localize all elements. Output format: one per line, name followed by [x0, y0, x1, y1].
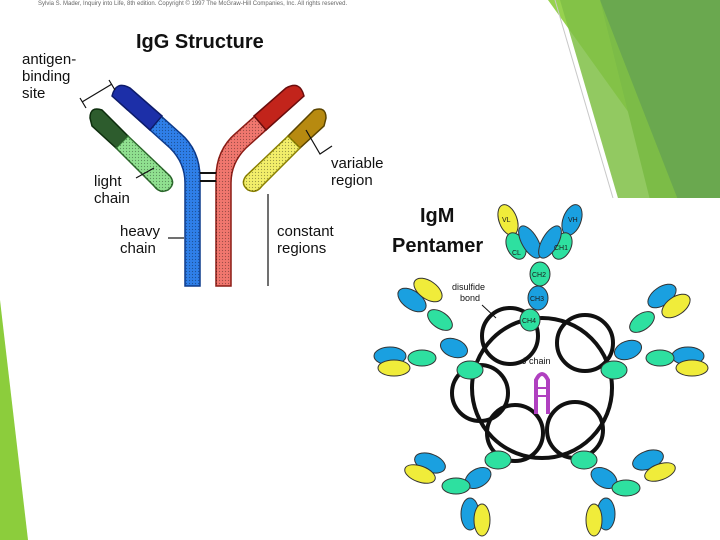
label-j-chain: J chain: [522, 356, 551, 366]
igg-light-chain-left: [89, 108, 174, 193]
label-constant-regions-2: regions: [277, 240, 326, 257]
domain-cl: CL: [512, 250, 521, 257]
antigen-binding-bracket: [81, 83, 113, 103]
label-disulfide-2: bond: [460, 293, 480, 303]
label-variable-region-1: variable: [331, 155, 384, 172]
igm-diagram: IgM Pentamer J chain disulfide bond: [370, 198, 720, 540]
domain-vl: VL: [502, 217, 511, 224]
label-antigen-binding-1: antigen-: [22, 51, 76, 68]
label-antigen-binding-2: binding: [22, 68, 70, 85]
igm-monomer-bottom-right: [570, 449, 676, 537]
igm-monomer-bottom-left: [404, 450, 512, 537]
deco-triangle-right-mid: [560, 0, 680, 205]
igm-monomer-left: [373, 277, 484, 380]
igg-heavy-chain-left: [111, 84, 201, 287]
igg-heavy-chain-right: [215, 84, 305, 287]
igm-j-chain: [534, 372, 550, 414]
igm-monomer-top: VL VH CL CH1 CH2 CH3 CH4: [497, 204, 583, 332]
label-heavy-chain-2: chain: [120, 240, 156, 257]
igm-title-line1: IgM: [420, 205, 454, 227]
domain-ch3: CH3: [530, 296, 544, 303]
domain-vh: VH: [568, 217, 578, 224]
domain-ch1: CH1: [554, 245, 568, 252]
label-heavy-chain-1: heavy: [120, 223, 161, 240]
label-light-chain-1: light: [94, 173, 122, 190]
igm-title-line2: Pentamer: [392, 235, 483, 257]
domain-ch4: CH4: [522, 318, 536, 325]
label-variable-region-2: region: [331, 172, 373, 189]
variable-region-bracket: [305, 129, 333, 155]
deco-triangle-left: [0, 300, 28, 540]
domain-ch2: CH2: [532, 272, 546, 279]
deco-triangle-right-dark: [600, 0, 720, 200]
label-antigen-binding-3: site: [22, 85, 45, 102]
igm-monomer-right: [600, 283, 709, 380]
deco-thin-line: [554, 0, 616, 206]
igg-light-chain-right: [242, 108, 327, 193]
label-constant-regions-1: constant: [277, 223, 335, 240]
label-disulfide-1: disulfide: [452, 282, 485, 292]
igg-title: IgG Structure: [136, 31, 264, 53]
light-chain-pointer: [135, 167, 155, 179]
copyright-text: Sylvia S. Mader, Inquiry into Life, 8th …: [38, 1, 348, 7]
igg-diagram: IgG Structure: [20, 18, 400, 298]
label-light-chain-2: chain: [94, 190, 130, 207]
